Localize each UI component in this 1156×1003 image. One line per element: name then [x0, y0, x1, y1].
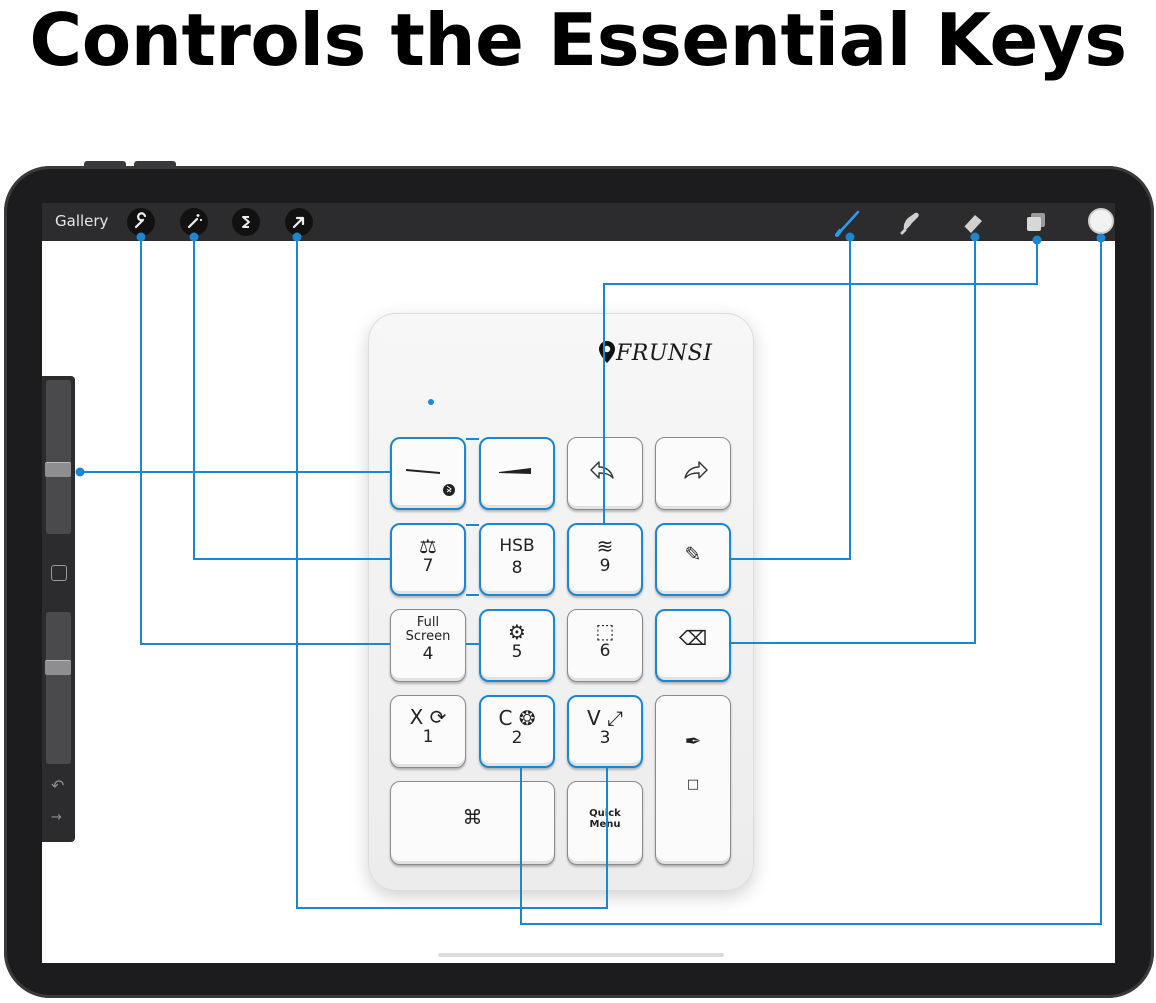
connector-dot [970, 232, 980, 242]
redo-icon [684, 461, 708, 479]
layers-icon: ≋ [596, 534, 614, 558]
volume-button [134, 161, 176, 167]
connector-dot [292, 232, 302, 242]
connector-brush-to-brushkey [731, 237, 851, 560]
eyedropper-key[interactable]: ✒ □ [655, 695, 731, 865]
connector-wrench-to-key4 [140, 237, 390, 645]
redo-key[interactable] [655, 437, 731, 510]
transform-icon: V ⤢ [586, 706, 624, 730]
undo-icon[interactable]: ↶ [51, 776, 65, 795]
status-led [428, 399, 434, 405]
transform-arrow-icon[interactable] [285, 208, 313, 236]
command-icon: ⌘ [462, 805, 483, 829]
pencil-icon: ✎ [684, 542, 702, 566]
balance-scale-icon: ⚖ [419, 534, 437, 558]
redo-icon[interactable]: → [51, 810, 62, 825]
connector-dot [189, 232, 199, 242]
volume-button [84, 161, 126, 167]
wrench-icon[interactable] [127, 208, 155, 236]
connector-dot [136, 232, 146, 242]
key-1[interactable]: X ⟳ 1 [390, 695, 466, 768]
key-9[interactable]: ≋ 9 [567, 523, 643, 596]
connector-color-to-key2 [520, 238, 1102, 925]
key-2[interactable]: C ❂ 2 [479, 695, 555, 768]
connector-eraser-to-eraserkey [731, 237, 976, 644]
connector-dot [75, 467, 85, 477]
headline: Controls the Essential Keys [29, 0, 1127, 82]
selection-s-icon[interactable] [232, 208, 260, 236]
brush-icon[interactable] [833, 207, 863, 237]
size-wedge-icon [499, 468, 531, 474]
undo-icon [590, 461, 614, 479]
brush-size-increase-key[interactable] [479, 437, 555, 510]
magic-wand-icon[interactable] [180, 208, 208, 236]
brush-key[interactable]: ✎ [655, 523, 731, 596]
home-indicator [438, 953, 724, 957]
eraser-icon[interactable] [958, 207, 988, 237]
eraser-key[interactable]: ⌫ [655, 609, 731, 682]
quick-menu-key[interactable]: Quick Menu [567, 781, 643, 865]
key-4[interactable]: Full Screen 4 [390, 609, 466, 682]
size-wedge-icon [406, 469, 455, 496]
square-icon: □ [686, 777, 700, 792]
layers-icon[interactable] [1022, 207, 1052, 237]
color-wheel-icon: C ❂ [498, 706, 536, 730]
key-3[interactable]: V ⤢ 3 [567, 695, 643, 768]
smudge-icon[interactable] [895, 207, 925, 237]
gear-icon: ⚙ [508, 620, 526, 644]
command-key[interactable]: ⌘ [390, 781, 555, 865]
app-toolbar: Gallery [42, 203, 1115, 241]
key-5[interactable]: ⚙ 5 [479, 609, 555, 682]
connector-layers-to-key9 [603, 240, 1038, 523]
color-swatch[interactable] [1088, 208, 1114, 234]
key-8[interactable]: HSB 8 [479, 523, 555, 596]
connector-transform-to-key3 [296, 237, 608, 909]
sidebar-slider-panel: ↶ → [42, 376, 75, 842]
connector-dot [1032, 235, 1042, 245]
opacity-slider[interactable] [45, 612, 71, 764]
connector-dot [1096, 233, 1106, 243]
eraser-icon: ⌫ [678, 626, 708, 650]
rotate-icon: X ⟳ [409, 705, 447, 729]
connector-wand-to-key7 [193, 237, 390, 560]
connector-dot [845, 232, 855, 242]
opacity-slider-thumb[interactable] [45, 660, 71, 675]
eyedropper-icon: ✒ [684, 729, 702, 753]
modify-button[interactable] [51, 565, 67, 581]
brush-size-decrease-key[interactable] [390, 437, 466, 510]
brush-size-slider[interactable] [45, 380, 71, 534]
gallery-button[interactable]: Gallery [55, 212, 109, 230]
selection-icon: ⬚ [595, 619, 615, 643]
key-7[interactable]: ⚖ 7 [390, 523, 466, 596]
brush-size-slider-thumb[interactable] [45, 462, 71, 477]
key-6[interactable]: ⬚ 6 [567, 609, 643, 682]
